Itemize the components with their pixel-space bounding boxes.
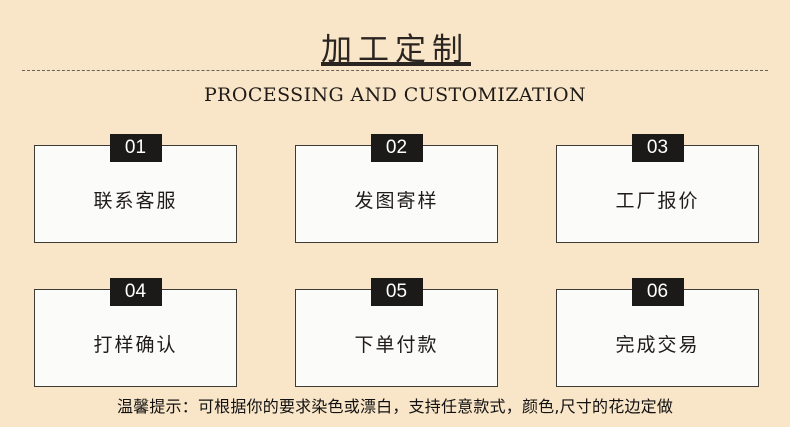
step-label: 下单付款 [354, 334, 439, 356]
step-card-2: 02 发图寄样 [295, 134, 498, 243]
step-label: 打样确认 [93, 334, 178, 356]
step-card-4: 04 打样确认 [34, 278, 237, 387]
step-card-1: 01 联系客服 [34, 134, 237, 243]
step-number-badge: 03 [631, 134, 684, 162]
step-number-badge: 01 [109, 134, 162, 162]
step-number-badge: 02 [370, 134, 423, 162]
step-label: 完成交易 [615, 334, 700, 356]
step-label: 联系客服 [93, 190, 178, 212]
step-number-badge: 06 [631, 278, 684, 306]
step-card-5: 05 下单付款 [295, 278, 498, 387]
step-number-badge: 05 [370, 278, 423, 306]
footer-notice: 温馨提示：可根据你的要求染色或漂白，支持任意款式，颜色,尺寸的花边定做 [116, 397, 674, 416]
step-card-6: 06 完成交易 [556, 278, 759, 387]
step-label: 工厂报价 [615, 190, 700, 212]
dashed-divider [22, 70, 768, 71]
step-number-badge: 04 [109, 278, 162, 306]
step-label: 发图寄样 [354, 190, 439, 212]
step-card-3: 03 工厂报价 [556, 134, 759, 243]
title-underline [321, 62, 471, 66]
page-subtitle: PROCESSING AND CUSTOMIZATION [204, 84, 586, 106]
